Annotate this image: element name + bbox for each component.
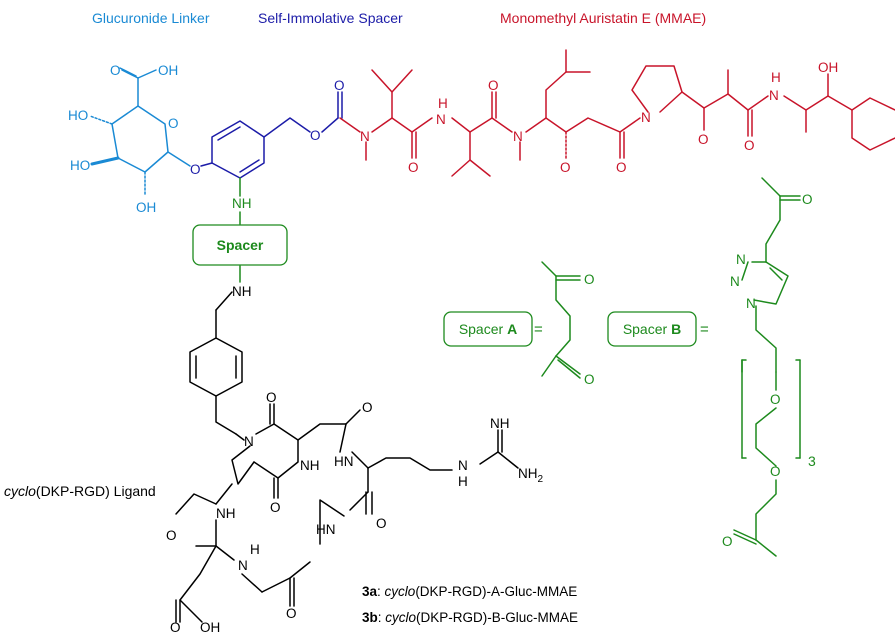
- atom-n-gly: N: [238, 558, 248, 573]
- ligand-label: cyclo(DKP-RGD) Ligand: [4, 483, 156, 499]
- spacer-box-label: Spacer: [217, 237, 264, 253]
- atom-o-spacer-b-bottom: O: [722, 534, 733, 549]
- atom-nh-aryl: NH: [232, 196, 252, 211]
- atom-n-norephedrine: N: [769, 88, 779, 103]
- atom-o-ring: O: [168, 116, 179, 131]
- atom-nh2-guanidine: NH2: [518, 466, 544, 485]
- atom-o-gly-carbonyl: O: [286, 606, 297, 621]
- atom-o-dkp-bottom: O: [270, 500, 281, 515]
- spacer-b-label: Spacer B: [623, 321, 681, 337]
- atom-oh-c2: OH: [136, 200, 156, 215]
- atom-o-spacer-a-bottom: O: [584, 372, 595, 387]
- atom-hn-gly: HN: [316, 522, 336, 537]
- atom-o-val2: O: [488, 78, 499, 93]
- atom-ho-c4: HO: [68, 108, 88, 123]
- atom-o-arg-carbonyl: O: [376, 516, 387, 531]
- spacer-a-structure: [541, 261, 581, 379]
- atom-o-spacer-a-top: O: [584, 272, 595, 287]
- atom-o-dap-carbonyl: O: [744, 138, 755, 153]
- atom-h-norephedrine: H: [771, 70, 781, 85]
- atom-o-methoxy2: O: [698, 132, 709, 147]
- atom-nh-benzyl: NH: [232, 284, 252, 299]
- atom-oh-acid: OH: [158, 63, 178, 78]
- atom-o-spacer-b-top: O: [802, 192, 813, 207]
- atom-n-dil: N: [513, 129, 523, 144]
- atom-o-peg-1: O: [770, 392, 781, 407]
- self-immolative-spacer-label: Self-Immolative Spacer: [258, 10, 403, 26]
- glucuronide-structure: [89, 67, 191, 197]
- atom-hn-arg: HN: [334, 454, 354, 469]
- spacer-box: [192, 224, 288, 266]
- compound-3b-label: 3b: cyclo(DKP-RGD)-B-Gluc-MMAE: [362, 610, 578, 625]
- spacer-a-label: Spacer A: [459, 321, 517, 337]
- atom-o-glycosidic: O: [190, 162, 201, 177]
- atom-o-asp-carbonyl: O: [362, 400, 373, 415]
- atom-nh-dkp: NH: [300, 458, 320, 473]
- atom-o-ligand-left: O: [166, 528, 177, 543]
- atom-n-val2: N: [436, 112, 446, 127]
- atom-n-triazole-3: N: [746, 296, 756, 311]
- atom-nh-ligand-left: NH: [216, 506, 236, 521]
- atom-h-gly-nh: H: [250, 542, 260, 557]
- compound-3a-label: 3a: cyclo(DKP-RGD)-A-Gluc-MMAE: [362, 584, 577, 599]
- atom-o-carbonyl-glucuronide: O: [110, 63, 121, 78]
- spacer-a-equals: =: [534, 321, 543, 338]
- atom-o-carbamate-carbonyl: O: [334, 78, 345, 93]
- atom-n-guanidine: N: [458, 458, 468, 473]
- atom-ho-c3: HO: [70, 158, 90, 173]
- atom-o-peg-2: O: [770, 464, 781, 479]
- atom-n-triazole-2: N: [730, 274, 740, 289]
- spacer-a-box: [443, 311, 533, 347]
- glucuronide-linker-label: Glucuronide Linker: [92, 10, 210, 26]
- atom-o-dil-carbonyl: O: [616, 160, 627, 175]
- spacer-b-box: [607, 311, 697, 347]
- atom-n-pro: N: [641, 110, 651, 125]
- mmae-label: Monomethyl Auristatin E (MMAE): [500, 10, 706, 26]
- atom-o-val1: O: [408, 160, 419, 175]
- atom-n-val1: N: [360, 129, 370, 144]
- atom-oh-norephedrine: OH: [818, 60, 838, 75]
- mmae-structure: [339, 49, 895, 177]
- atom-h-guanidine: H: [458, 474, 468, 489]
- atom-h-val2: H: [438, 96, 448, 111]
- atom-n-dkp: N: [244, 434, 254, 449]
- atom-o-carbamate-ester: O: [310, 128, 321, 143]
- atom-n-triazole-1: N: [736, 252, 746, 267]
- spacer-b-structure: [733, 177, 801, 557]
- spacer-b-repeat-count: 3: [808, 453, 816, 469]
- atom-nh-guanidine: NH: [490, 416, 510, 431]
- atom-o-methoxy1: O: [560, 160, 571, 175]
- atom-o-asp-acid: O: [170, 620, 181, 633]
- atom-o-dkp-top: O: [266, 390, 277, 405]
- self-immolative-structure: [200, 91, 343, 179]
- ligand-structure: [175, 291, 519, 623]
- spacer-b-equals: =: [700, 321, 709, 338]
- atom-oh-asp-acid: OH: [200, 620, 220, 633]
